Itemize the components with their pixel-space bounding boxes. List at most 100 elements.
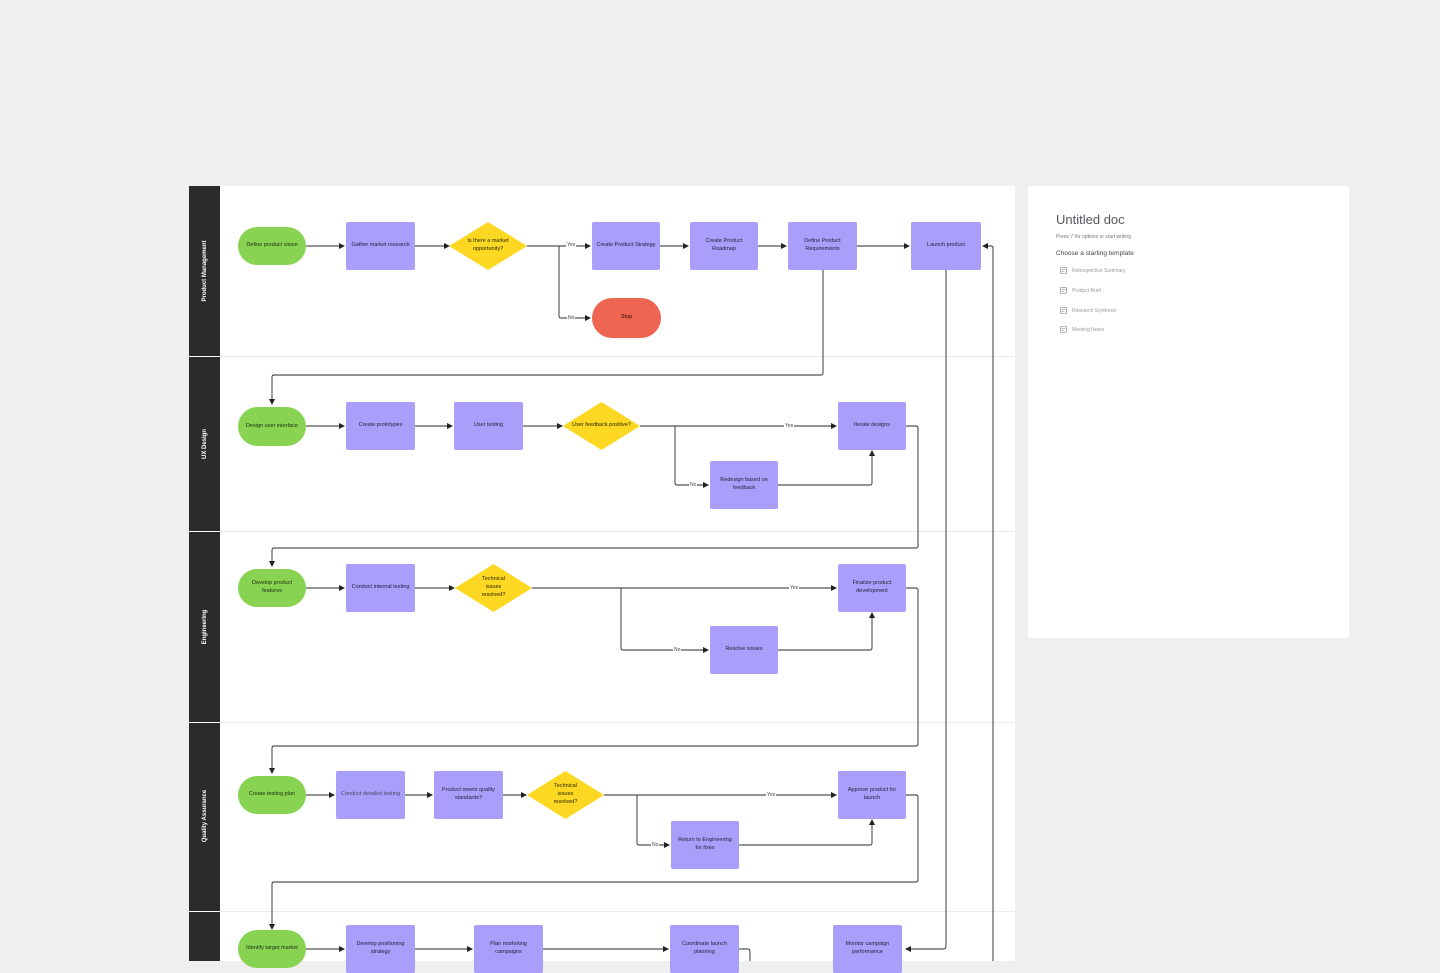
node-monitor-campaign-performance[interactable]: Monitor campaign performance	[833, 925, 902, 973]
node-user-testing[interactable]: User testing	[454, 402, 523, 450]
edge-label-yes: Yes	[789, 585, 800, 592]
node-redesign-based-on-feedback[interactable]: Redesign based on feedback	[710, 461, 778, 509]
node-label: Approve product for launch	[847, 787, 897, 801]
node-label: Identify target market	[246, 945, 298, 952]
node-conduct-internal-testing[interactable]: Conduct internal testing	[346, 564, 415, 612]
template-research-synthesis[interactable]: Research Synthesis	[1060, 307, 1116, 314]
node-label: User feedback positive?	[572, 422, 631, 429]
node-label: Create testing plan	[248, 791, 296, 798]
node-label: Conduct internal testing	[351, 584, 410, 591]
lane-band-marketing	[189, 912, 220, 961]
node-launch-product[interactable]: Launch product	[911, 222, 981, 270]
node-label: User testing	[473, 422, 504, 429]
node-create-testing-plan[interactable]: Create testing plan	[238, 776, 306, 814]
doc-hint: Press '/' for options or start writing	[1056, 234, 1131, 240]
decision-market-opportunity[interactable]: Is there a market opportunity?	[449, 222, 527, 270]
node-resolve-issues[interactable]: Resolve issues	[710, 626, 778, 674]
template-product-brief[interactable]: Product Brief	[1060, 287, 1101, 294]
node-label: Create Product Roadmap	[705, 238, 743, 252]
document-icon	[1060, 326, 1067, 333]
node-label: Define Product Requirements	[804, 238, 841, 252]
node-finalize-product-development[interactable]: Finalize product development	[838, 564, 906, 612]
node-develop-product-features[interactable]: Develop product features	[238, 569, 306, 607]
node-create-prototypes[interactable]: Create prototypes	[346, 402, 415, 450]
node-develop-positioning-strategy[interactable]: Develop positioning strategy	[346, 925, 415, 973]
edge-label-no: No	[567, 315, 576, 322]
node-return-to-engineering[interactable]: Return to Engineering for fixes	[671, 821, 739, 869]
document-icon	[1060, 267, 1067, 274]
node-label: Coordinate launch planning	[682, 941, 727, 955]
lane-divider	[220, 356, 1015, 357]
template-heading: Choose a starting template	[1056, 250, 1134, 257]
node-label: Is there a market opportunity?	[467, 238, 509, 252]
lane-divider	[220, 722, 1015, 723]
lane-band-ux-design	[189, 357, 220, 531]
document-icon	[1060, 307, 1067, 314]
template-label: Meeting Notes	[1072, 326, 1105, 333]
node-label: Launch product	[927, 242, 965, 249]
edge-label-yes: Yes	[566, 242, 577, 249]
node-label: Define product vision	[246, 242, 298, 249]
decision-technical-issues-resolved-qa[interactable]: Technical issues resolved?	[527, 771, 604, 819]
edge-label-no: No	[651, 842, 660, 849]
node-define-product-requirements[interactable]: Define Product Requirements	[788, 222, 857, 270]
template-label: Retrospective Summary	[1072, 267, 1126, 274]
node-label: Technical issues resolved?	[481, 576, 506, 598]
decision-user-feedback-positive[interactable]: User feedback positive?	[563, 402, 640, 450]
template-label: Product Brief	[1072, 287, 1101, 294]
edge-label-no: No	[673, 647, 682, 654]
edge-label-no: No	[689, 482, 698, 489]
node-label: Product meets quality standards?	[442, 787, 495, 801]
node-label: Resolve issues	[725, 646, 763, 653]
template-retrospective-summary[interactable]: Retrospective Summary	[1060, 267, 1125, 274]
node-gather-market-research[interactable]: Gather market research	[346, 222, 415, 270]
node-label: Develop positioning strategy	[356, 941, 405, 955]
edge-label-yes: Yes	[784, 423, 795, 430]
decision-diamond-shape	[455, 564, 532, 612]
lane-label-ux-design: UX Design	[202, 428, 208, 460]
node-create-product-roadmap[interactable]: Create Product Roadmap	[690, 222, 758, 270]
node-approve-product-for-launch[interactable]: Approve product for launch	[838, 771, 906, 819]
node-label: Technical issues resolved?	[553, 783, 578, 805]
node-plan-marketing-campaigns[interactable]: Plan marketing campaigns	[474, 925, 543, 973]
decision-diamond-shape	[527, 771, 604, 819]
node-iterate-designs[interactable]: Iterate designs	[838, 402, 906, 450]
node-coordinate-launch-planning[interactable]: Coordinate launch planning	[670, 925, 739, 973]
template-label: Research Synthesis	[1072, 307, 1117, 314]
node-identify-target-market[interactable]: Identify target market	[238, 930, 306, 968]
node-product-meets-quality-standards[interactable]: Product meets quality standards?	[434, 771, 503, 819]
node-label: Gather market research	[351, 242, 410, 249]
node-label: Plan marketing campaigns	[490, 941, 527, 955]
lane-band-quality-assurance	[189, 723, 220, 911]
node-create-product-strategy[interactable]: Create Product Strategy	[592, 222, 660, 270]
node-label: Iterate designs	[853, 422, 891, 429]
lane-label-engineering: Engineering	[202, 609, 208, 645]
doc-panel[interactable]: Untitled doc Press '/' for options or st…	[1028, 186, 1349, 638]
node-label: Create Product Strategy	[596, 242, 656, 249]
node-design-user-interface[interactable]: Design user interface	[238, 407, 306, 446]
node-label: Monitor campaign performance	[845, 941, 890, 955]
node-label: Return to Engineering for fixes	[678, 837, 732, 851]
node-label: Finalize product development	[852, 580, 892, 594]
node-label: Design user interface	[246, 422, 298, 429]
lane-divider	[220, 531, 1015, 532]
doc-title[interactable]: Untitled doc	[1056, 212, 1125, 227]
node-label: Redesign based on feedback	[720, 477, 768, 491]
node-conduct-detailed-testing[interactable]: Conduct detailed testing	[336, 771, 405, 819]
lane-divider	[220, 911, 1015, 912]
node-label: Conduct detailed testing	[340, 791, 400, 798]
node-label: Stop	[620, 314, 633, 321]
decision-diamond-shape	[449, 222, 527, 270]
document-icon	[1060, 287, 1067, 294]
node-define-product-vision[interactable]: Define product vision	[238, 227, 306, 265]
lane-label-product-management: Product Management	[202, 240, 208, 302]
node-label: Develop product features	[251, 580, 293, 594]
node-stop[interactable]: Stop	[592, 298, 661, 338]
lane-label-quality-assurance: Quality Assurance	[202, 789, 208, 843]
lane-band-engineering	[189, 532, 220, 722]
node-label: Create prototypes	[358, 422, 403, 429]
decision-diamond-shape	[563, 402, 640, 450]
lane-band-product-management	[189, 186, 220, 356]
decision-technical-issues-resolved-engineering[interactable]: Technical issues resolved?	[455, 564, 532, 612]
template-meeting-notes[interactable]: Meeting Notes	[1060, 326, 1104, 333]
